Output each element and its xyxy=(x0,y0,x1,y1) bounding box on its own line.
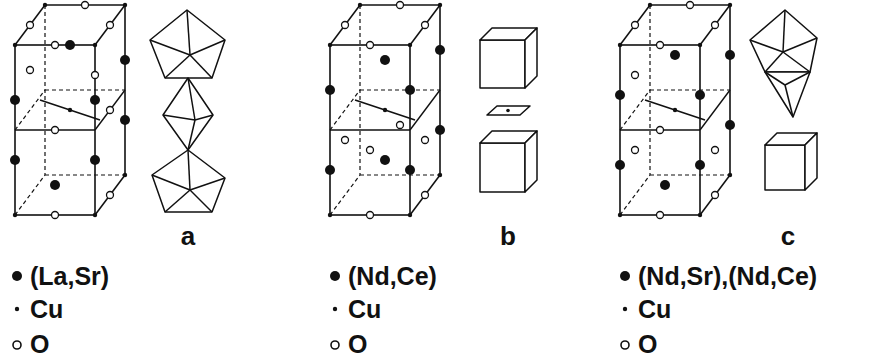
panel-letter: c xyxy=(781,223,795,249)
legend-text: Cu xyxy=(638,297,671,322)
legend-text: O xyxy=(348,332,367,357)
panel-letter: a xyxy=(181,223,195,249)
legend-text: O xyxy=(30,332,49,357)
panel-letter: b xyxy=(500,223,516,249)
legend-text: (La,Sr) xyxy=(30,264,109,289)
legend-text: Cu xyxy=(30,297,63,322)
legend-text: (Nd,Ce) xyxy=(348,264,437,289)
legend-text: (Nd,Sr),(Nd,Ce) xyxy=(638,264,817,289)
legend-text: Cu xyxy=(348,297,381,322)
legend-text: O xyxy=(638,332,657,357)
